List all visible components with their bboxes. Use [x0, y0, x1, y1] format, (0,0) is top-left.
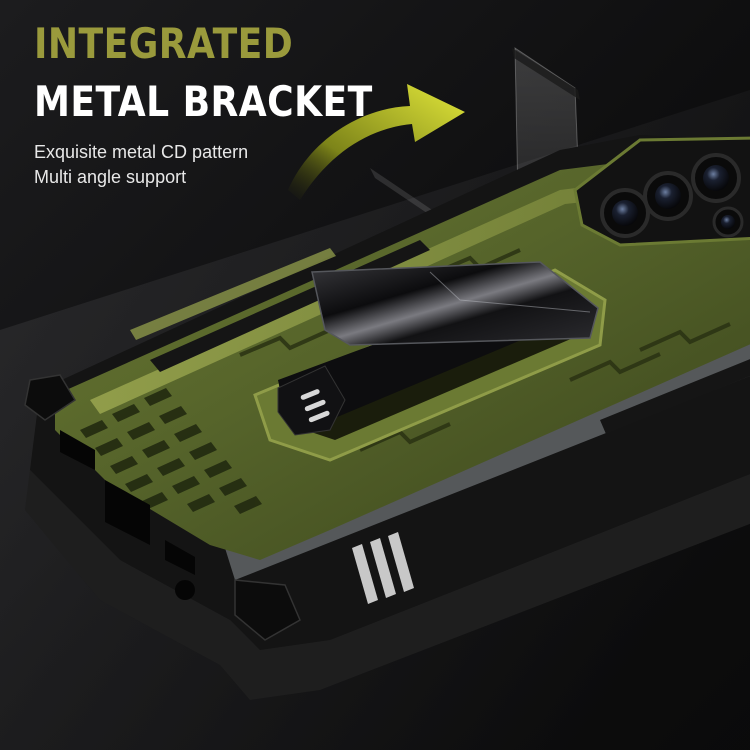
grip-texture	[80, 388, 262, 514]
headline-line-2: METAL BRACKET	[34, 77, 373, 126]
phone-case	[24, 135, 750, 700]
side-ports	[60, 430, 195, 600]
cd-pattern-bracket	[311, 261, 599, 346]
arrow-icon	[288, 84, 465, 200]
corner-stripes	[352, 532, 414, 604]
kickstand-grip-slots	[300, 389, 330, 423]
kickstand-tab	[277, 365, 346, 436]
headline-block: INTEGRATED METAL BRACKET Exquisite metal…	[34, 18, 428, 190]
camera-module	[573, 136, 750, 247]
feature-list: Exquisite metal CD pattern Multi angle s…	[34, 140, 428, 190]
case-side-edge	[25, 470, 750, 700]
headline-line-1: INTEGRATED	[34, 19, 294, 68]
feature-item: Multi angle support	[34, 167, 187, 187]
feature-item: Exquisite metal CD pattern	[34, 142, 249, 162]
